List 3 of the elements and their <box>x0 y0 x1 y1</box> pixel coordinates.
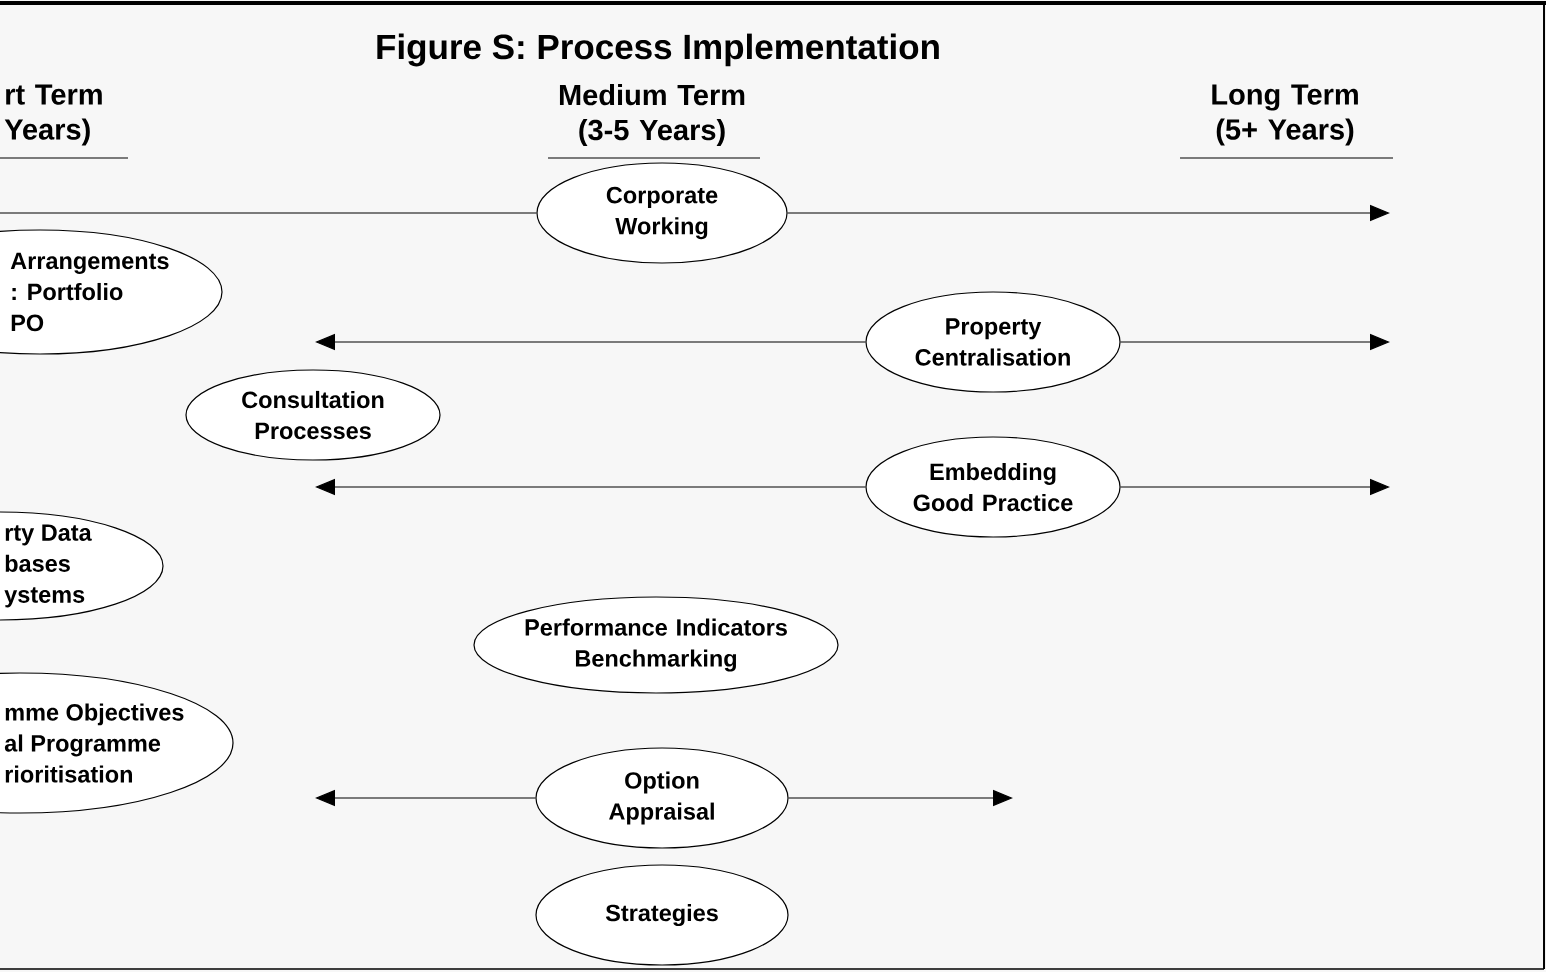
title: Figure S: Process Implementation <box>377 33 939 67</box>
column-heading: rt Term Years) <box>4 84 102 146</box>
column-heading: Long Term (5+ Years) <box>1212 84 1358 146</box>
